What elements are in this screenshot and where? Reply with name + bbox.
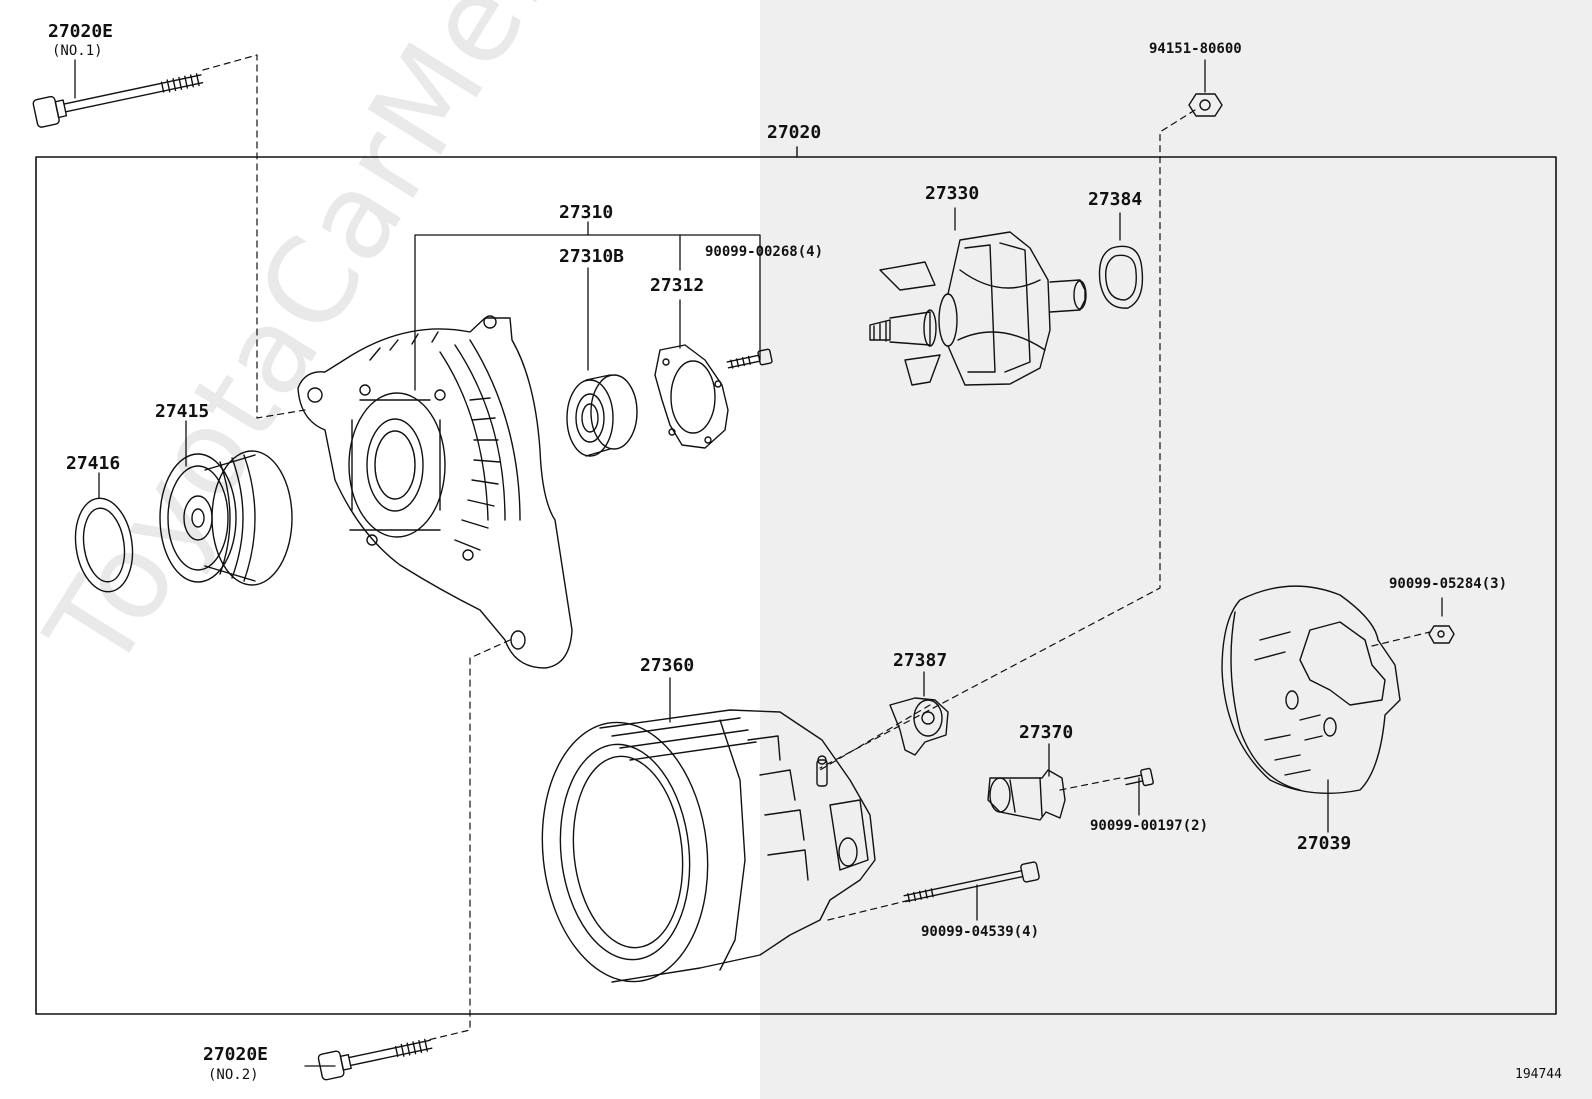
label-27387[interactable]: 27387 xyxy=(893,650,948,671)
pulley-27415-icon xyxy=(159,450,293,586)
stator-housing-27360-icon xyxy=(541,709,876,983)
nut-90099-05284-icon xyxy=(1428,625,1455,644)
insulator-27387-icon xyxy=(889,697,949,756)
assembly-frame xyxy=(35,156,1557,1015)
label-90099-00268[interactable]: 90099-00268(4) xyxy=(705,244,824,260)
label-27020e-no2[interactable]: 27020E xyxy=(203,1044,269,1065)
label-27020e-no1[interactable]: 27020E xyxy=(48,21,114,42)
bolt-90099-04539-icon xyxy=(903,861,1040,903)
bolt-27020e-no2-icon xyxy=(317,1038,433,1081)
label-27416[interactable]: 27416 xyxy=(66,453,121,474)
screw-90099-00197-icon xyxy=(1124,767,1154,787)
snap-ring-27384-icon xyxy=(1098,245,1144,309)
bolt-27020e-no1-icon xyxy=(32,73,204,128)
label-assembly-27020[interactable]: 27020 xyxy=(767,122,822,143)
washer-27416-icon xyxy=(74,497,134,593)
rotor-27330-icon xyxy=(869,231,1087,386)
label-90099-05284[interactable]: 90099-05284(3) xyxy=(1389,576,1508,592)
rear-cover-27039-icon xyxy=(1221,585,1401,794)
label-27330[interactable]: 27330 xyxy=(925,183,980,204)
shaded-panel xyxy=(760,0,1592,1099)
brush-holder-27370-icon xyxy=(987,769,1066,821)
retainer-plate-27312-icon xyxy=(654,344,729,449)
label-27039[interactable]: 27039 xyxy=(1297,833,1352,854)
label-90099-04539[interactable]: 90099-04539(4) xyxy=(921,924,1040,940)
label-27360[interactable]: 27360 xyxy=(640,655,695,676)
label-27020e-no1-note: (NO.1) xyxy=(52,43,103,59)
nut-94151-80600-icon xyxy=(1188,93,1223,117)
label-27310[interactable]: 27310 xyxy=(559,202,614,223)
screw-90099-00268-icon xyxy=(726,348,773,369)
diagram-id: 194744 xyxy=(1515,1067,1562,1082)
label-90099-00197[interactable]: 90099-00197(2) xyxy=(1090,818,1209,834)
drive-end-frame-27310-icon xyxy=(297,315,573,669)
label-27310b[interactable]: 27310B xyxy=(559,246,625,267)
label-27020e-no2-note: (NO.2) xyxy=(208,1067,259,1083)
label-94151-80600[interactable]: 94151-80600 xyxy=(1149,41,1242,57)
label-27312[interactable]: 27312 xyxy=(650,275,705,296)
bearing-27310b-icon xyxy=(566,374,638,457)
label-27384[interactable]: 27384 xyxy=(1088,189,1143,210)
label-27370[interactable]: 27370 xyxy=(1019,722,1074,743)
label-27415[interactable]: 27415 xyxy=(155,401,210,422)
dashed-leaders xyxy=(202,54,1431,1041)
solid-leaders xyxy=(74,59,1443,1067)
